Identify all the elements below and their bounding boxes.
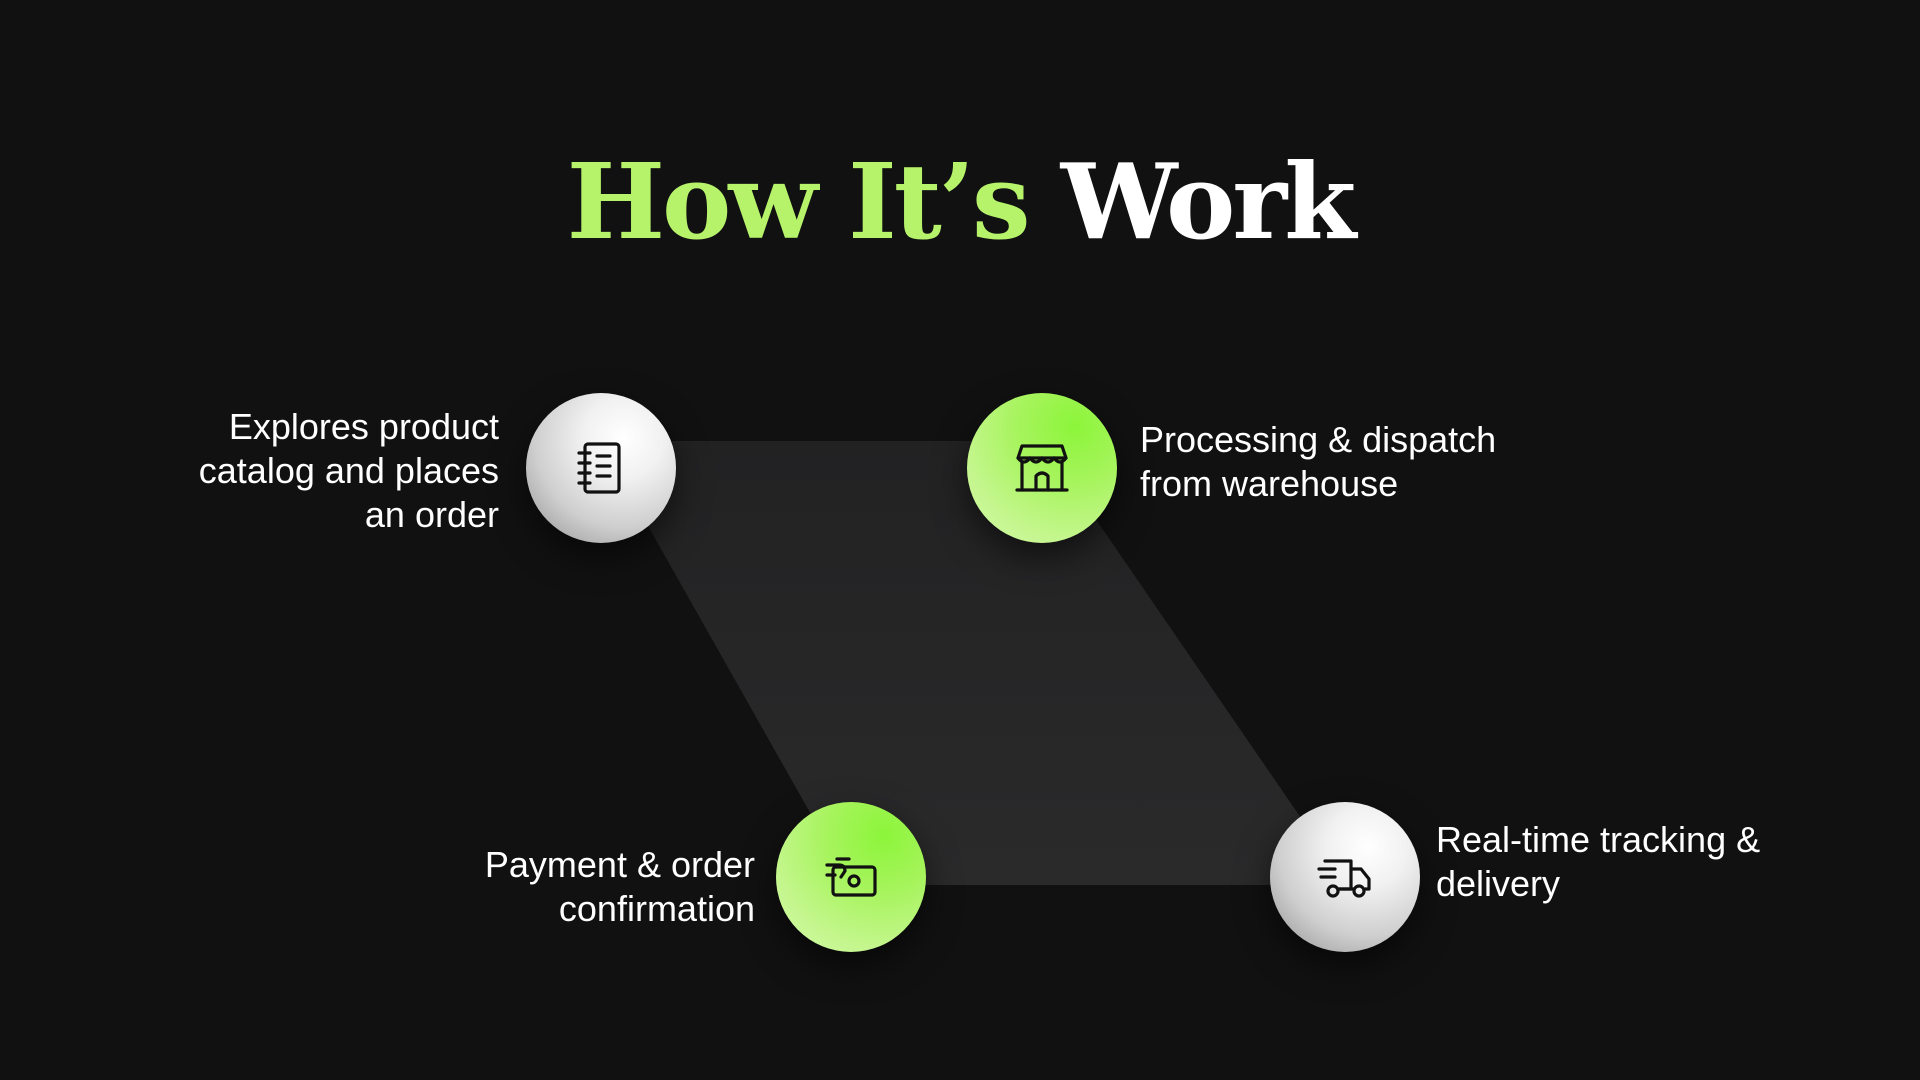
title-accent: How It’s (566, 140, 1031, 263)
step-1-label: Explores product catalog and places an o… (198, 406, 499, 535)
step-4-label: Real-time tracking & delivery (1436, 819, 1761, 904)
step-2-label: Processing & dispatch from warehouse (1140, 419, 1497, 504)
connector-shape (600, 441, 1347, 885)
delivery-truck-icon (1317, 859, 1371, 898)
step-3-node (776, 802, 926, 952)
step-2-node (967, 393, 1117, 543)
step-3-label: Payment & order confirmation (484, 844, 755, 929)
step-1-node (526, 393, 676, 543)
notebook-icon (577, 442, 621, 494)
store-icon (1015, 444, 1069, 492)
payment-card-icon (825, 857, 877, 897)
title-plain: Work (1060, 140, 1357, 263)
page-title: How It’s Work (0, 150, 1920, 254)
step-4-node (1270, 802, 1420, 952)
